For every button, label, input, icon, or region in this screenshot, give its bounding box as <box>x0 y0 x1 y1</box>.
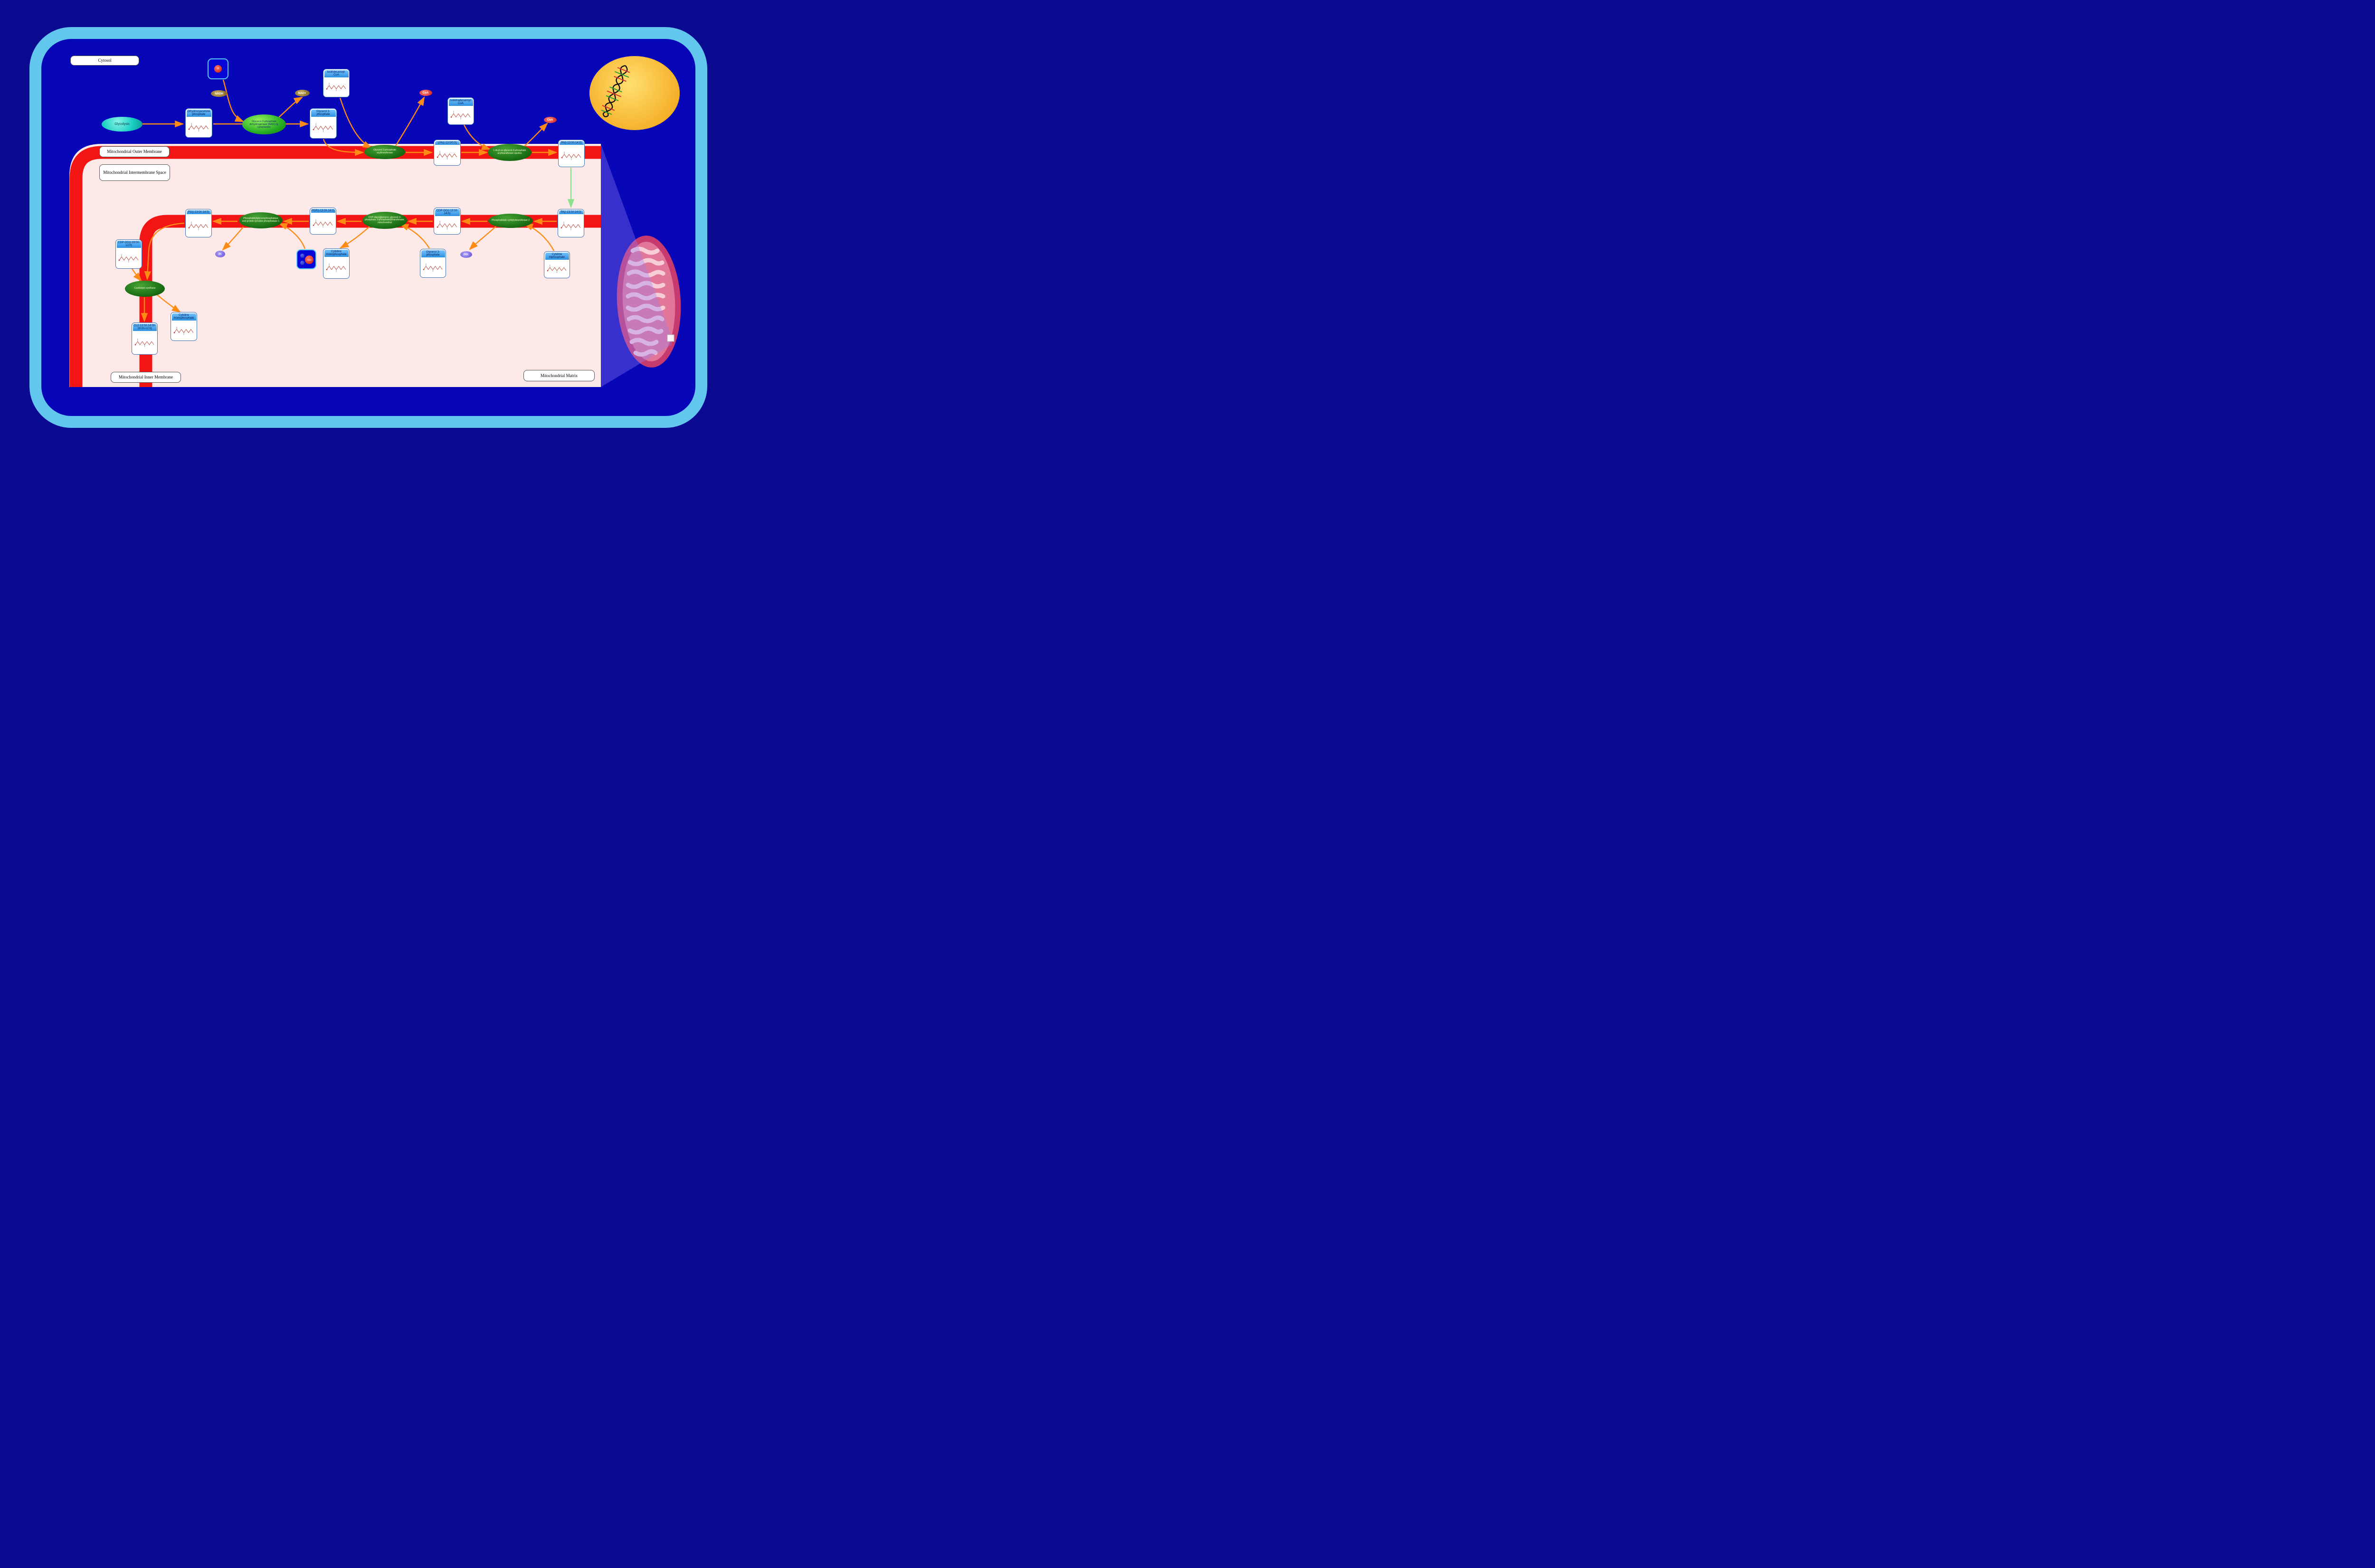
metabolite-node-dhap[interactable]: Dihydroxyacetone phosphate <box>185 108 212 138</box>
small-molecule-coa-2[interactable]: CoA <box>543 116 557 123</box>
metabolite-label: CDP-DG(i-19:0/i-12:0) <box>116 240 141 248</box>
metabolite-label: CDP-DG(i-13:0/i-14:0) <box>435 208 460 216</box>
metabolite-label: PG(i-13:0/i-14:0) <box>186 210 211 215</box>
enzyme-node-crls1[interactable]: Cardiolipin synthase <box>125 281 165 297</box>
metabolite-node-ctp[interactable]: Cytidine triphosphate <box>544 251 570 278</box>
chemical-structure-icon <box>171 320 196 340</box>
metabolite-label: Isotridecanoyl-CoA <box>324 70 349 77</box>
metabolite-label: Isotetradecanoyl-CoA <box>448 98 473 106</box>
chemical-structure-icon <box>311 116 336 138</box>
metabolite-node-lpa[interactable]: LPA(i-13:0/0:0) <box>434 140 461 166</box>
dna-icon <box>601 65 630 117</box>
metabolite-node-cmp-2[interactable]: Cytidine monophosphate <box>171 312 197 341</box>
small-molecule-nad[interactable]: NAD+ <box>294 90 310 96</box>
metabolite-label: Cytidine monophosphate <box>324 249 349 257</box>
enzyme-node-gpd1[interactable]: Glycerol-3-phosphate dehydrogenase [NAD(… <box>242 114 286 134</box>
chemical-structure-icon <box>186 116 211 137</box>
enzyme-node-agpat-epsilon[interactable]: 1-Acyl-sn-glycerol-3-phosphate acyltrans… <box>488 144 532 161</box>
chemical-structure-icon <box>435 216 460 234</box>
region-label-outer-membrane: Mitochondrial Outer Membrane <box>99 146 170 157</box>
small-molecule-coa-1[interactable]: CoA <box>419 89 432 96</box>
enzyme-node-ptpmt1[interactable]: Phosphatidylglycerophosphatase and prote… <box>239 212 283 228</box>
chemical-structure-icon <box>324 77 349 96</box>
oxygen-ball-icon: H2O <box>305 255 314 264</box>
pathway-node-label: Glycolysis <box>114 123 130 126</box>
metabolite-node-pg[interactable]: PG(i-13:0/i-14:0) <box>185 209 212 237</box>
region-label-matrix: Mitochondrial Matrix <box>523 370 595 381</box>
metabolite-node-pa-outer[interactable]: PA(i-13:0/i-14:0) <box>558 140 585 167</box>
metabolite-node-pgp[interactable]: PGP(i-13:0/i-14:0) <box>310 208 336 235</box>
metabolite-label: PA(i-13:0/i-14:0) <box>559 210 583 215</box>
metabolite-label: LPA(i-13:0/0:0) <box>435 141 460 145</box>
chemical-structure-icon <box>448 105 473 124</box>
metabolite-label: PGP(i-13:0/i-14:0) <box>311 208 335 213</box>
metabolite-node-cl[interactable]: CL(i-13:0/i-14:0/i-19:0/i-12:0) <box>132 322 158 355</box>
region-label-intermembrane-space: Mitochondrial Intermembrane Space <box>99 164 170 181</box>
region-label-cytosol: Cytosol <box>70 56 139 66</box>
chemical-structure-icon <box>559 145 584 166</box>
hydrogen-ball-icon <box>300 261 304 265</box>
region-label-inner-membrane: Mitochondrial Inner Membrane <box>111 372 181 383</box>
enzyme-node-gpat[interactable]: Glycerol-3-phosphate acyltransferase <box>364 145 405 159</box>
metabolite-node-g3p-matrix[interactable]: Glycerol 3-phosphate <box>420 249 446 278</box>
nucleus <box>589 56 680 130</box>
chemical-structure-icon <box>421 257 445 277</box>
metabolite-label: Dihydroxyacetone phosphate <box>186 109 211 117</box>
water-molecule-icon[interactable]: H2O <box>296 249 316 269</box>
small-molecule-ppi[interactable]: PPi <box>460 251 472 258</box>
chemical-structure-icon <box>559 214 583 236</box>
chemical-structure-icon <box>435 145 460 165</box>
chemical-structure-icon <box>545 259 569 277</box>
metabolite-node-cdp-dg-13-14[interactable]: CDP-DG(i-13:0/i-14:0) <box>434 208 461 235</box>
metabolite-label: Cytidine monophosphate <box>171 313 196 321</box>
chemical-structure-icon <box>311 213 335 234</box>
metabolite-label: Glycerol 3-phosphate <box>311 109 336 117</box>
metabolite-label: PA(i-13:0/i-14:0) <box>559 141 584 145</box>
small-molecule-nadh[interactable]: NADH <box>211 90 227 97</box>
chemical-structure-icon <box>186 214 211 236</box>
metabolite-node-cdp-dg-19-12[interactable]: CDP-DG(i-19:0/i-12:0) <box>115 239 142 269</box>
pathway-node-glycolysis[interactable]: Glycolysis <box>102 117 142 132</box>
small-molecule-pi[interactable]: Pi <box>215 251 225 257</box>
metabolite-node-pa-matrix[interactable]: PA(i-13:0/i-14:0) <box>558 209 584 237</box>
metabolite-label: CL(i-13:0/i-14:0/i-19:0/i-12:0) <box>133 323 157 331</box>
metabolite-node-isotridecanoyl-coa[interactable]: Isotridecanoyl-CoA <box>323 69 350 97</box>
metabolite-node-cmp-1[interactable]: Cytidine monophosphate <box>323 248 350 279</box>
metabolite-node-g3p-cytosol[interactable]: Glycerol 3-phosphate <box>310 108 337 139</box>
enzyme-node-cds2[interactable]: Phosphatidate cytidylyltransferase 2 <box>488 214 533 228</box>
chemical-structure-icon <box>116 247 141 268</box>
metabolite-label: Glycerol 3-phosphate <box>421 250 445 257</box>
chemical-structure-icon <box>133 331 157 354</box>
metabolite-label: Cytidine triphosphate <box>545 252 569 260</box>
hydrogen-ball-icon <box>300 254 304 258</box>
oxygen-ball-icon: H <box>214 65 222 73</box>
proton-molecule-icon[interactable]: H <box>208 58 228 79</box>
metabolite-node-isotetradecanoyl-coa[interactable]: Isotetradecanoyl-CoA <box>447 97 474 125</box>
chemical-structure-icon <box>324 256 349 278</box>
enzyme-node-pgs1[interactable]: CDP-diacylglycerol--glycerol-3-phosphate… <box>362 212 407 229</box>
